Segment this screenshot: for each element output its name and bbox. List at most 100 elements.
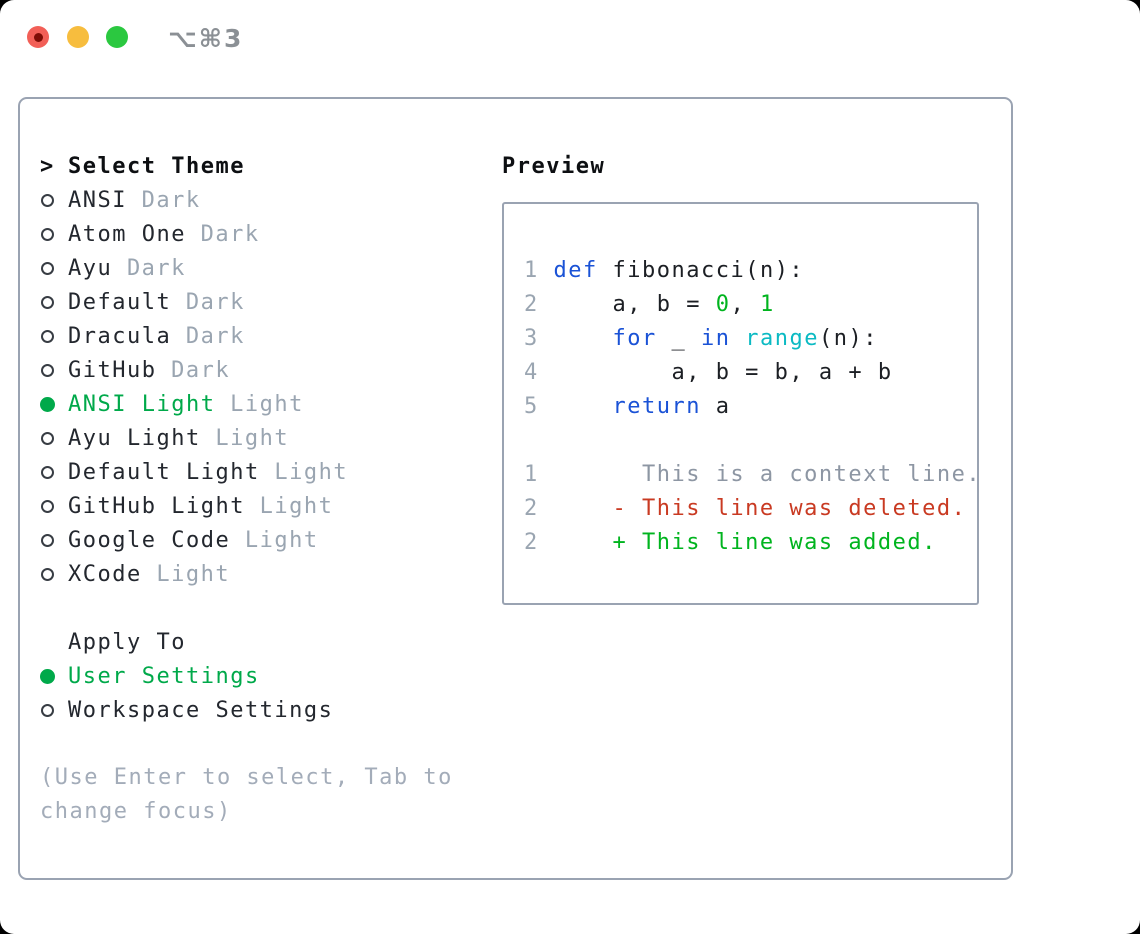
theme-variant-badge: Light bbox=[215, 425, 290, 451]
radio-ring bbox=[41, 261, 54, 275]
theme-name: Dracula bbox=[68, 323, 172, 349]
code-token: 0 bbox=[715, 292, 731, 317]
theme-variant-badge: Dark bbox=[200, 221, 260, 247]
theme-option[interactable]: XCode Light bbox=[40, 557, 485, 591]
theme-name: Ayu Light bbox=[68, 425, 201, 451]
theme-option[interactable]: ANSI Light Light bbox=[40, 387, 485, 421]
radio-ring bbox=[41, 363, 54, 377]
code-token: in bbox=[700, 326, 731, 351]
titlebar: ⌥⌘3 bbox=[0, 0, 1140, 74]
spacer bbox=[524, 424, 977, 458]
radio-ring bbox=[41, 431, 54, 445]
code-token: a, b = b, a + b bbox=[538, 360, 893, 385]
code-token bbox=[539, 394, 613, 419]
radio-icon bbox=[40, 329, 60, 343]
code-token: 1 bbox=[759, 292, 775, 317]
apply-to-option[interactable]: Workspace Settings bbox=[40, 693, 485, 727]
radio-icon bbox=[40, 703, 60, 717]
line-number: 2 bbox=[524, 530, 539, 555]
diff-line: 2 - This line was deleted. bbox=[524, 492, 977, 526]
radio-icon bbox=[40, 499, 60, 513]
code-token: return bbox=[612, 394, 701, 419]
code-line: 4 a, b = b, a + b bbox=[524, 356, 977, 390]
code-token: a, b = bbox=[538, 292, 716, 317]
code-token: + This line was added. bbox=[538, 530, 937, 555]
radio-ring bbox=[41, 193, 54, 207]
radio-ring bbox=[41, 703, 54, 717]
theme-name: XCode bbox=[68, 561, 142, 587]
preview-title: Preview bbox=[502, 153, 606, 179]
radio-dot bbox=[40, 668, 55, 684]
radio-ring bbox=[41, 499, 54, 513]
preview-section: Preview 1 def fibonacci(n):2 a, b = 0, 1… bbox=[502, 149, 979, 605]
theme-name: GitHub bbox=[68, 357, 157, 383]
theme-option[interactable]: ANSI Dark bbox=[40, 183, 485, 217]
code-line: 2 a, b = 0, 1 bbox=[524, 288, 977, 322]
line-number: 5 bbox=[524, 394, 539, 419]
code-line: 3 for _ in range(n): bbox=[524, 322, 977, 356]
line-number: 2 bbox=[524, 496, 539, 521]
line-number: 1 bbox=[524, 258, 539, 283]
line-number: 2 bbox=[524, 292, 539, 317]
line-number: 4 bbox=[524, 360, 539, 385]
radio-icon bbox=[40, 363, 60, 377]
code-token: fibonacci(n): bbox=[597, 258, 805, 283]
apply-to-header-row: Apply To bbox=[40, 625, 485, 659]
theme-variant-badge: Light bbox=[259, 493, 334, 519]
selected-radio-icon bbox=[40, 668, 60, 684]
radio-icon bbox=[40, 261, 60, 275]
code-token bbox=[539, 326, 613, 351]
code-line: 5 return a bbox=[524, 390, 977, 424]
radio-icon bbox=[40, 227, 60, 241]
code-token: - This line was deleted. bbox=[538, 496, 967, 521]
diff-line: 2 + This line was added. bbox=[524, 526, 977, 560]
theme-name: Default Light bbox=[68, 459, 260, 485]
close-button[interactable] bbox=[27, 26, 49, 48]
code-token: range bbox=[745, 326, 819, 351]
theme-name: ANSI Light bbox=[68, 391, 216, 417]
theme-variant-badge: Dark bbox=[126, 255, 186, 281]
selected-radio-icon bbox=[40, 396, 60, 412]
radio-ring bbox=[41, 227, 54, 241]
theme-option[interactable]: Dracula Dark bbox=[40, 319, 485, 353]
diff-block: 1 This is a context line.2 - This line w… bbox=[524, 458, 977, 560]
diff-line: 1 This is a context line. bbox=[524, 458, 977, 492]
theme-variant-badge: Light bbox=[230, 391, 304, 417]
theme-variant-badge: Dark bbox=[185, 323, 245, 349]
radio-dot bbox=[40, 396, 55, 412]
code-token: def bbox=[553, 258, 598, 283]
theme-variant-badge: Dark bbox=[185, 289, 245, 315]
radio-ring bbox=[41, 295, 54, 309]
radio-icon bbox=[40, 567, 60, 581]
theme-name: ANSI bbox=[68, 187, 127, 213]
theme-variant-badge: Light bbox=[244, 527, 319, 553]
minimize-button[interactable] bbox=[67, 26, 89, 48]
radio-ring bbox=[41, 329, 54, 343]
code-line: 1 def fibonacci(n): bbox=[524, 254, 977, 288]
apply-to-option[interactable]: User Settings bbox=[40, 659, 485, 693]
code-token: , bbox=[730, 292, 760, 317]
code-token: (n): bbox=[818, 326, 878, 351]
radio-ring bbox=[41, 533, 54, 547]
theme-variant-badge: Light bbox=[156, 561, 231, 587]
radio-icon bbox=[40, 193, 60, 207]
theme-variant-badge: Dark bbox=[141, 187, 201, 213]
apply-to-label: Workspace Settings bbox=[68, 697, 334, 723]
radio-icon bbox=[40, 295, 60, 309]
zoom-button[interactable] bbox=[106, 26, 128, 48]
theme-option[interactable]: Ayu Light Light bbox=[40, 421, 485, 455]
line-number: 3 bbox=[524, 326, 539, 351]
